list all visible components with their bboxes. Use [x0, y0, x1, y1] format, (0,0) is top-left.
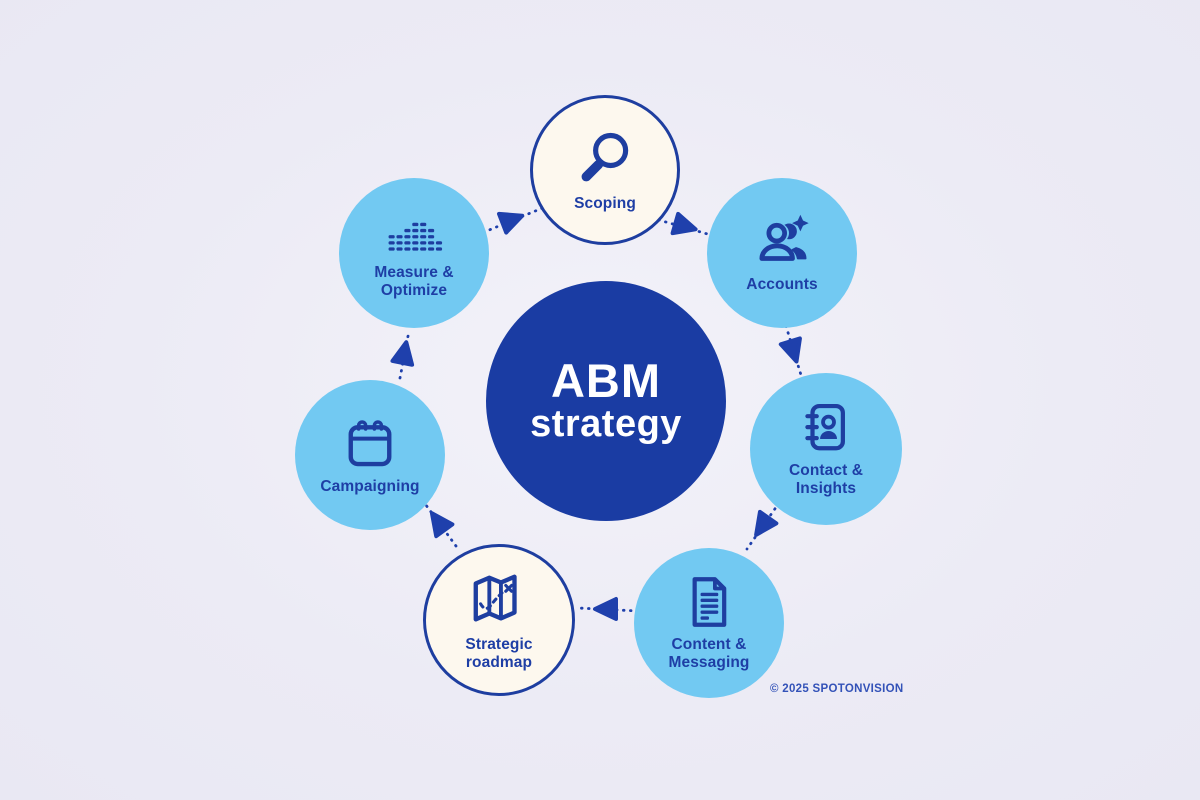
- node-scoping: Scoping: [530, 95, 680, 245]
- arrow-content-to-roadmap: [576, 597, 640, 621]
- arrow-contact-to-content: [745, 501, 781, 551]
- accounts-people-icon: [759, 214, 809, 261]
- node-label: Content & Messaging: [668, 636, 750, 671]
- node-contact-insights: Contact & Insights: [750, 373, 902, 525]
- arrow-roadmap-to-campaigning: [421, 499, 458, 548]
- equalizer-icon: [388, 222, 443, 251]
- address-book-icon: [805, 404, 845, 451]
- node-strategic-roadmap: Strategic roadmap: [423, 544, 575, 696]
- node-label: Strategic roadmap: [465, 636, 533, 671]
- arrow-measure-to-scoping: [475, 205, 547, 237]
- arrow-campaigning-to-measure: [390, 329, 415, 380]
- arrow-scoping-to-accounts: [650, 211, 713, 237]
- node-campaigning: Campaigning: [295, 380, 445, 530]
- document-icon: [692, 577, 727, 628]
- node-label: Campaigning: [320, 477, 420, 495]
- node-accounts: Accounts: [707, 178, 857, 328]
- calendar-icon: [348, 420, 392, 466]
- node-content-messaging: Content & Messaging: [634, 548, 784, 698]
- node-label: Contact & Insights: [788, 462, 864, 497]
- node-measure-optimize: Measure & Optimize: [339, 178, 489, 328]
- magnifier-icon: [581, 132, 629, 182]
- map-icon: [473, 574, 517, 622]
- copyright-text: © 2025 SPOTONVISION: [770, 683, 904, 695]
- arrow-accounts-to-contact: [778, 324, 803, 377]
- node-label: Measure & Optimize: [374, 264, 454, 299]
- node-label: Scoping: [574, 194, 636, 212]
- center-title-line1: ABM: [550, 353, 662, 407]
- center-circle: ABM strategy: [486, 281, 726, 521]
- center-title-line2: strategy: [530, 402, 682, 445]
- node-label: Accounts: [746, 275, 818, 293]
